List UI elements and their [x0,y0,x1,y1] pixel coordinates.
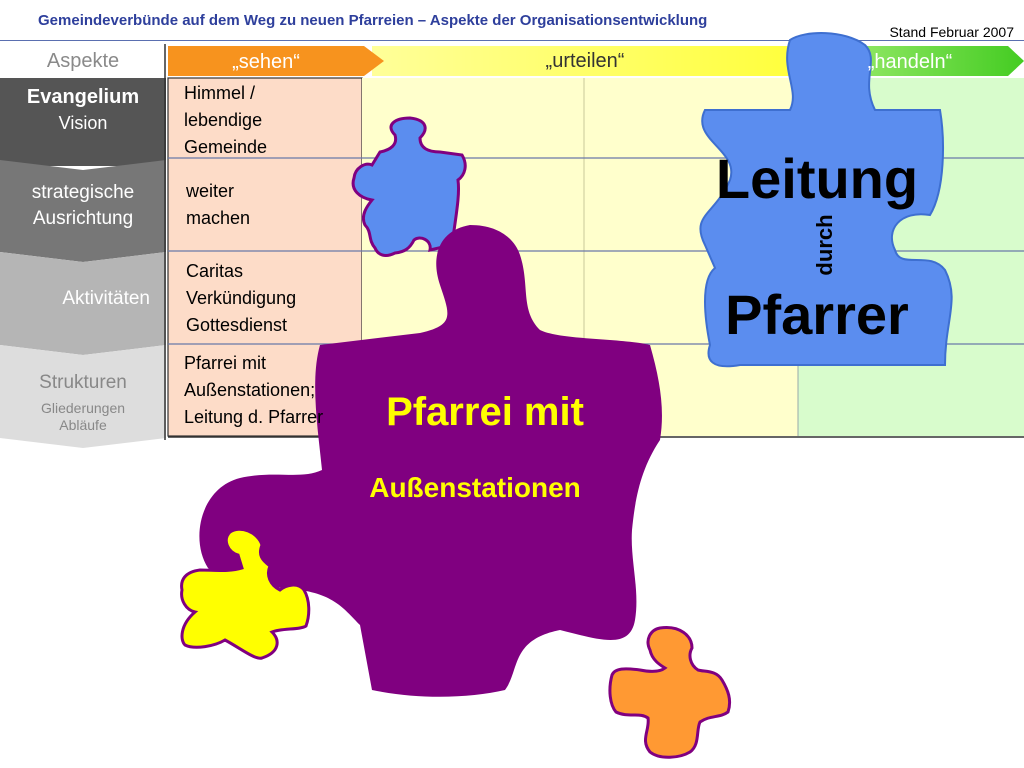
cell-line: Pfarrei mit [184,353,267,373]
puzzle-piece-purple [199,225,662,697]
cell-strategie: weiter machen [186,178,250,232]
row-title: strategische [31,182,135,203]
row-label-evangelium: Evangelium Vision [0,84,166,136]
row-title: Strukturen [39,372,127,393]
cell-line: Himmel / [184,83,255,103]
puzzle-text-durch: durch [812,214,837,276]
row-subtitle: Gliederungen [40,400,126,416]
puzzle-text-aussenstationen: Außenstationen [369,472,581,503]
row-title: Evangelium [26,86,140,108]
cell-line: Leitung d. Pfarrer [184,407,324,427]
puzzle-text-pfarrei: Pfarrei mit [386,390,584,434]
row-label-aktivitaeten: Aktivitäten [0,286,166,312]
cell-line: machen [186,208,251,228]
aspects-label: Aspekte [46,50,120,72]
cell-line: Gottesdienst [186,315,288,335]
cell-line: Außenstationen; [184,380,316,400]
cell-strukturen: Pfarrei mit Außenstationen; Leitung d. P… [184,350,323,431]
date-label: Stand Februar 2007 [889,24,1014,40]
cell-line: Gemeinde [184,137,268,157]
row-label-strategie: strategische Ausrichtung [0,180,166,232]
row-title: Aktivitäten [62,288,150,309]
slide-title: Gemeindeverbünde auf dem Weg zu neuen Pf… [38,12,708,29]
row-block-aktivitaeten [0,252,166,355]
row-subtitle: Vision [58,113,108,133]
cell-line: Verkündigung [186,288,297,308]
column-label-sehen: „sehen“ [232,51,300,73]
cell-aktivitaeten: Caritas Verkündigung Gottesdienst [186,258,296,339]
arrow-urteilen [372,46,838,76]
puzzle-piece-orange [608,626,732,759]
column-label-handeln: „handeln“ [867,51,953,73]
puzzle-piece-blue [699,32,953,368]
cell-evangelium: Himmel / lebendige Gemeinde [184,80,267,161]
puzzle-text-leitung: Leitung [715,147,919,210]
puzzle-piece-small-blue [351,116,467,257]
column-label-urteilen: „urteilen“ [545,50,625,72]
row-block-strategie [0,160,166,262]
puzzle-text-pfarrer: Pfarrer [725,283,909,346]
puzzle-piece-yellow [180,527,311,660]
row-subtitle-2: Abläufe [59,417,107,433]
arrow-sehen [168,46,384,76]
header-divider [0,40,1024,41]
row-subtitle: Ausrichtung [32,208,134,229]
cell-line: lebendige [184,110,263,130]
row-label-strukturen: Strukturen Gliederungen Abläufe [0,370,166,434]
cell-line: weiter [186,181,235,201]
row-block-strukturen [0,345,166,448]
cell-line: Caritas [186,261,244,281]
row-block-evangelium [0,78,166,166]
